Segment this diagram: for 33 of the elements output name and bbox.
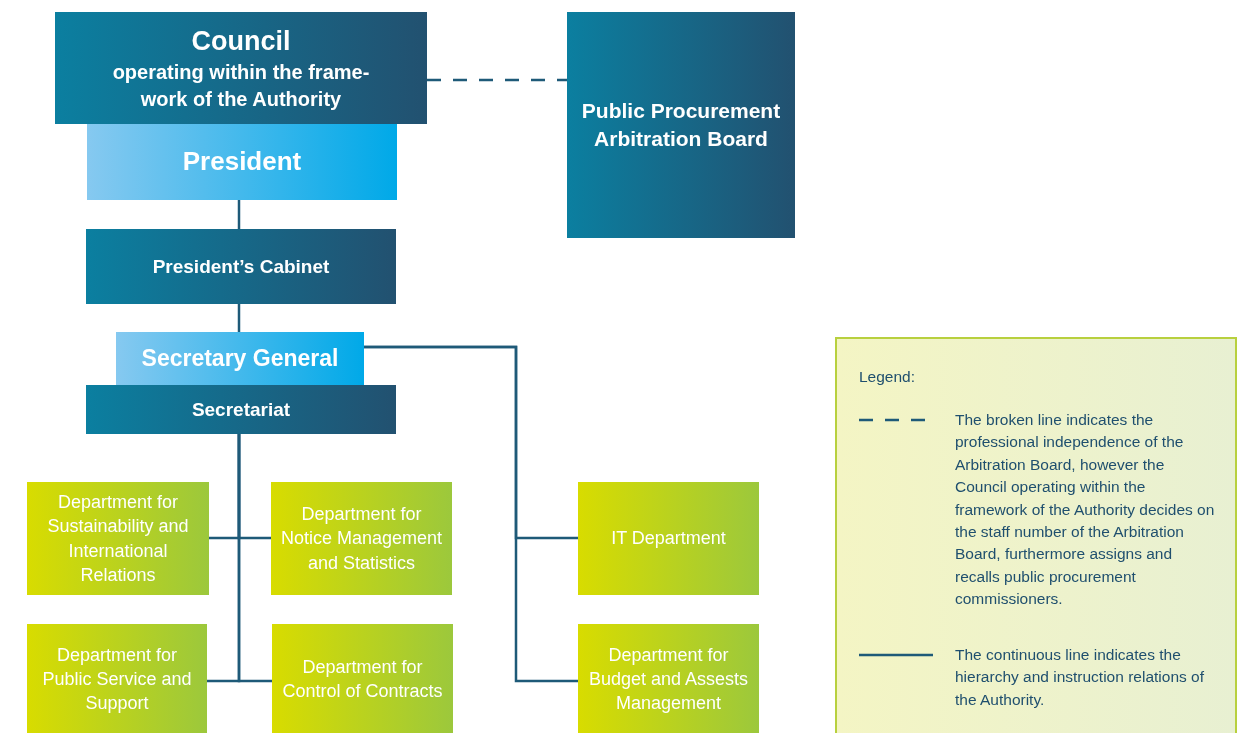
unit-title: IT Department [611,527,726,551]
department-box [271,482,452,595]
unit-title: Secretariat [191,397,291,422]
unit-title: Secretary General [141,343,339,373]
department-box [27,624,207,733]
org-unit-box [567,12,795,238]
department-box [578,624,759,733]
department-box [578,482,759,595]
unit-title: Department for Budget and Assests Management [587,643,750,716]
department-box [27,482,209,595]
connector-line [237,304,241,332]
org-unit-box [86,385,396,434]
unit-title: Department for Sustainability and International Relations [46,490,190,587]
connector-line [237,434,272,683]
org-unit-box [55,12,427,124]
unit-title: Department for Control of Contracts [281,655,444,703]
legend-text: The continuous line indicates the hierarchy and instruction relations of the Authority. [955,645,1205,710]
connector-line [237,200,241,229]
org-unit-box [86,229,396,304]
department-box [272,624,453,733]
unit-title: Public Procurement Arbitration Board [580,97,782,152]
unit-title: Council [191,24,291,58]
connector-line [364,345,578,683]
org-unit-box [87,124,397,200]
unit-title: Department for Notice Management and Statistics [279,503,444,575]
unit-title: President’s Cabinet [152,254,330,279]
unit-subtitle: operating within the frame- work of the Authority [111,60,371,113]
unit-title: President [182,145,302,179]
unit-title: Department for Public Service and Support [41,643,193,716]
connector-line [427,78,567,82]
legend-text: The broken line indicates the professional independence of the Arbitration Board, however the Council operating within the framework of the Authority decides on the staff number of the Arbitration Board, furthermore assigns and recalls public procurement commissioners. [955,410,1216,610]
legend-heading: Legend: [859,367,916,387]
org-unit-box [116,332,364,385]
